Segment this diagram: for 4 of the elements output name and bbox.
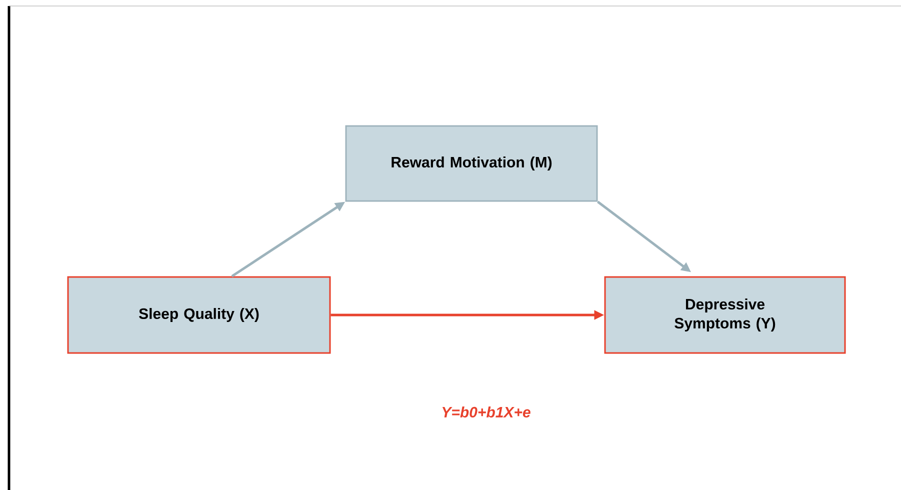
equation-text: Y=b0+b1X+e	[442, 406, 530, 418]
variable-box: Depressive Symptoms (Y)	[604, 276, 846, 354]
variable-box: Reward Motivation (M)	[345, 125, 598, 202]
variable-box: Sleep Quality (X)	[67, 276, 331, 354]
